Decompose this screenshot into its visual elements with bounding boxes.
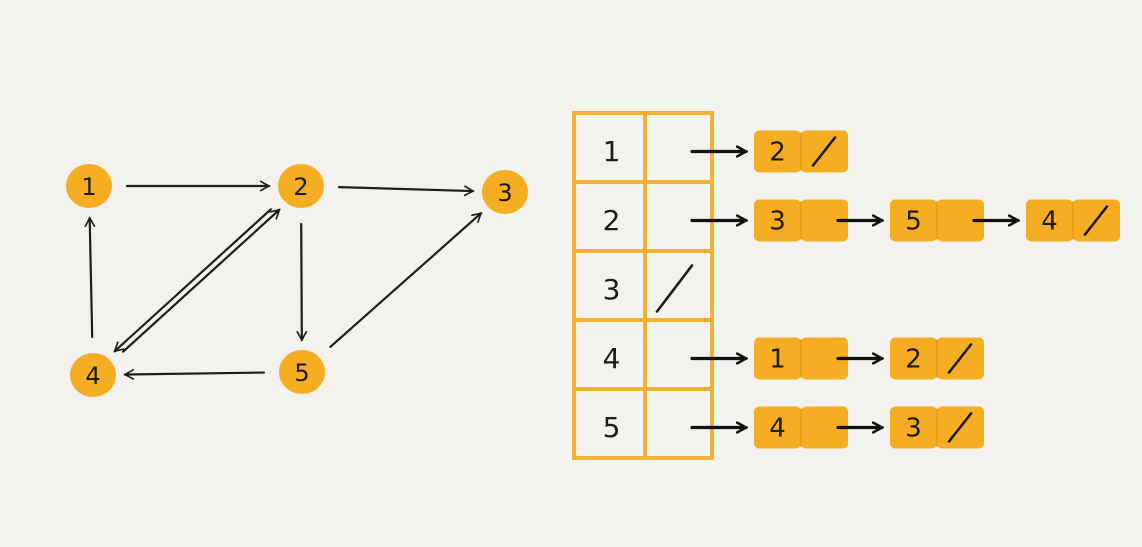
adjacency-row-3: 3 <box>603 264 694 313</box>
graph-node-2: 2 <box>278 164 324 208</box>
edge-4-to-2 <box>122 208 281 353</box>
graph-node-4: 4 <box>70 353 116 397</box>
list-node-4: 4 <box>1026 199 1120 242</box>
list-node-1: 1 <box>754 337 882 380</box>
list-node-value: 2 <box>905 345 922 375</box>
edge-2-to-4 <box>113 208 272 353</box>
linked-list-1: 2 <box>690 130 848 173</box>
null-pointer-slash <box>947 412 973 443</box>
list-node-value: 5 <box>905 207 922 237</box>
vertex-cell-label: 4 <box>603 342 621 375</box>
edge-5-to-3 <box>329 212 483 348</box>
adjacency-row-2: 2 <box>603 204 621 237</box>
list-node-5: 5 <box>890 199 1018 242</box>
node-circle <box>66 164 112 208</box>
list-node-value-cell <box>890 337 937 380</box>
adjacency-row-5: 5 <box>603 411 621 444</box>
graph-node-3: 3 <box>482 170 528 214</box>
directed-graph: 1 2 3 4 5 <box>66 164 528 397</box>
vertex-cell-label: 5 <box>603 411 621 444</box>
list-node-3: 3 <box>890 406 984 449</box>
list-node-value-cell <box>754 199 801 242</box>
list-node-value: 2 <box>769 138 786 168</box>
edge-5-to-4 <box>123 369 266 380</box>
edge-2-to-5 <box>296 222 308 342</box>
edge-2-to-3 <box>337 185 475 197</box>
node-label: 2 <box>293 173 308 201</box>
node-label: 5 <box>294 359 309 387</box>
vertex-cell-label: 1 <box>603 135 621 168</box>
list-node-value: 1 <box>769 345 786 375</box>
list-node-next-cell <box>801 199 848 242</box>
node-circle <box>279 350 325 394</box>
adjacency-row-1: 1 <box>603 135 621 168</box>
list-node-3: 3 <box>754 199 882 242</box>
list-node-2: 2 <box>754 130 848 173</box>
list-node-next-cell <box>801 337 848 380</box>
list-node-value-cell <box>890 406 937 449</box>
vertex-cell-label: 2 <box>603 204 621 237</box>
list-node-value: 4 <box>769 414 786 444</box>
null-pointer-slash <box>655 264 694 313</box>
vertex-cell-label: 3 <box>603 273 621 306</box>
list-node-2: 2 <box>890 337 984 380</box>
list-node-value-cell <box>1026 199 1073 242</box>
list-node-4: 4 <box>754 406 882 449</box>
graph-node-5: 5 <box>279 350 325 394</box>
null-pointer-slash <box>947 343 973 374</box>
list-node-value-cell <box>754 406 801 449</box>
adjacency-row-4: 4 <box>603 342 621 375</box>
graph-node-1: 1 <box>66 164 112 208</box>
vertex-table: 1 2 3 4 5 <box>572 111 714 460</box>
null-pointer-slash <box>811 136 837 167</box>
list-node-value: 3 <box>769 207 786 237</box>
linked-list-2: 3 5 4 <box>690 199 1120 242</box>
node-circle <box>278 164 324 208</box>
edge-4-to-1 <box>84 216 96 339</box>
list-node-value: 4 <box>1041 207 1058 237</box>
node-label: 3 <box>497 179 512 207</box>
node-circle <box>70 353 116 397</box>
null-pointer-slash <box>1083 205 1109 236</box>
node-label: 4 <box>85 362 100 390</box>
list-node-value-cell <box>754 130 801 173</box>
node-circle <box>482 170 528 214</box>
list-node-value-cell <box>890 199 937 242</box>
list-node-next-cell <box>801 406 848 449</box>
list-node-next-cell <box>937 199 984 242</box>
list-node-value: 3 <box>905 414 922 444</box>
node-label: 1 <box>81 173 96 201</box>
list-node-value-cell <box>754 337 801 380</box>
